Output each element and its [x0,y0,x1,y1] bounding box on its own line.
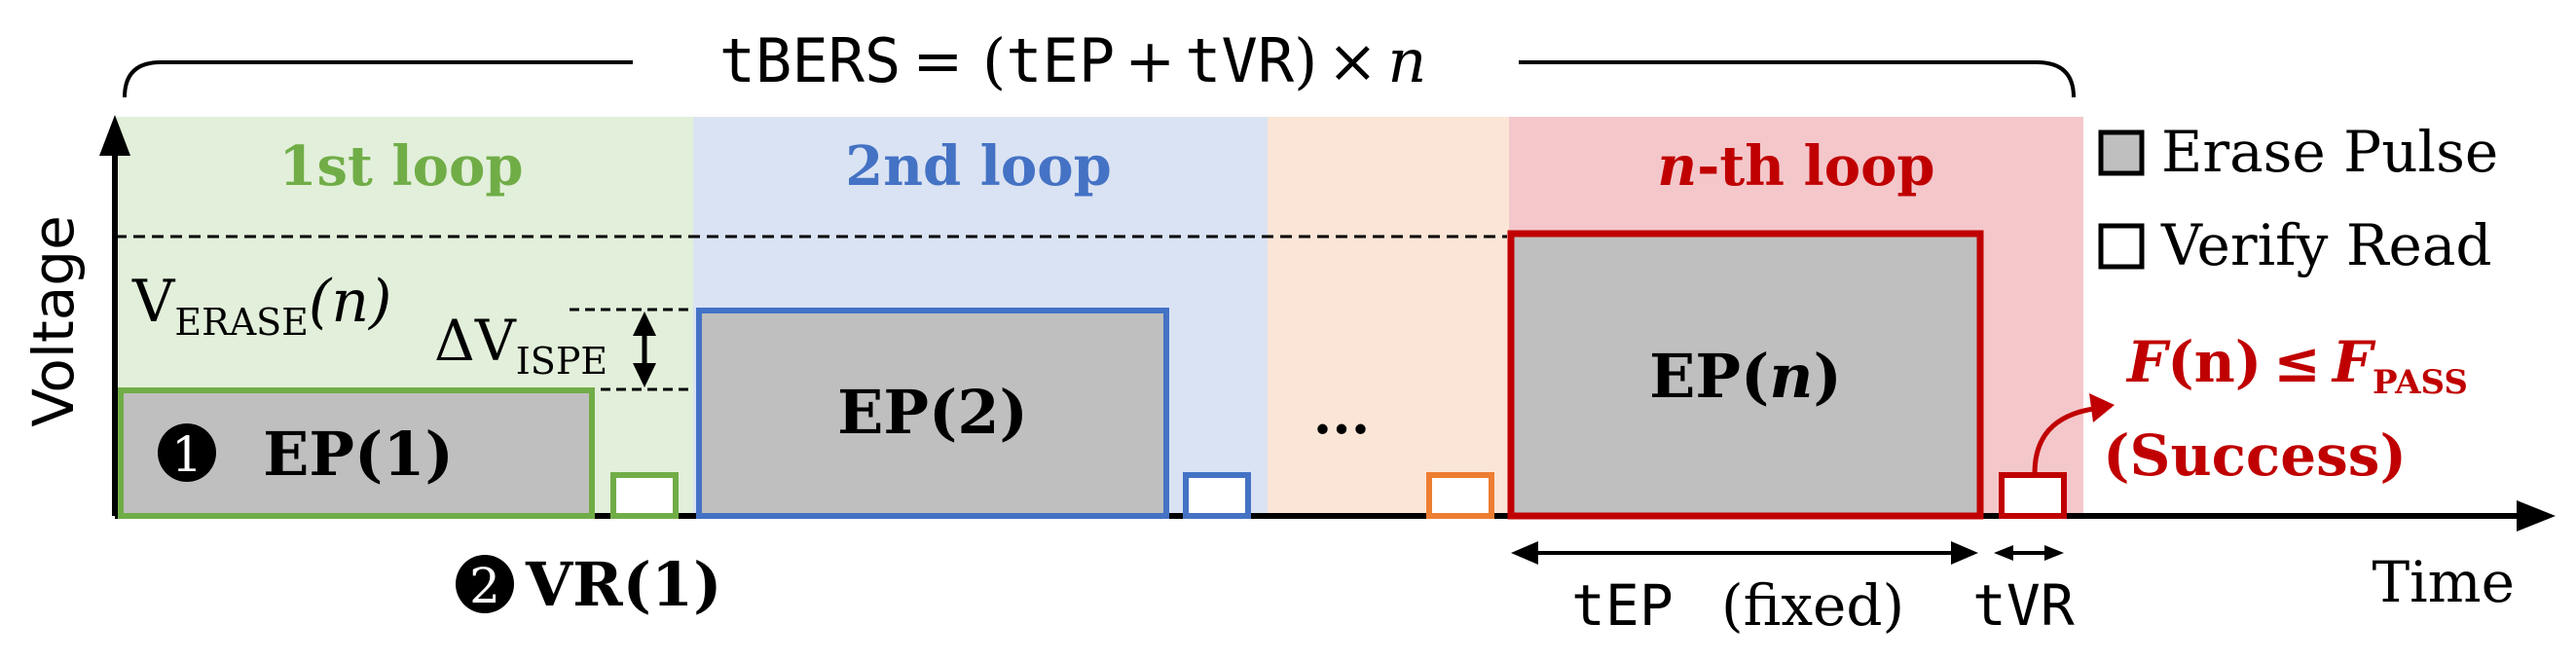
formula: tBERS= (tEP+tVR)×n [719,25,1427,96]
x-axis-label: Time [2372,549,2515,615]
epn-label: EP(n) [1649,341,1842,412]
verify-read-ellipsis [1426,472,1494,519]
formula-close: ) [1294,25,1317,96]
ep2-label: EP(2) [837,377,1028,448]
loop1-label: 1st loop [279,134,524,199]
legend-erase-swatch [2098,129,2145,176]
erase-pulse-2 [696,308,1169,519]
dv-arrow-up [633,312,656,336]
tvr-arrow-left [1994,545,2013,561]
vr1-label: VR(1) [525,549,721,620]
verify-read-n [1999,472,2067,519]
success-label: (Success) [2103,422,2407,489]
ep1-label: EP(1) [263,419,454,490]
dv-ispe-label: ΔVISPE [434,308,607,383]
legend-erase-label: Erase Pulse [2161,119,2498,185]
step-marker-2 [456,555,514,613]
formula-times: × [1327,25,1378,96]
formula-eq: = ( [912,25,1006,96]
erase-pulse-n [1507,230,1984,520]
verify-read-1 [610,472,679,519]
verify-read-2 [1183,472,1251,519]
step-marker-1-number: 1 [171,426,202,483]
tvr-arrow-right [2044,545,2064,561]
ellipsis-label: ... [1313,383,1371,447]
loop-ellipsis-region [1268,117,1509,516]
top-brace [123,60,2076,98]
step-marker-2-number: 2 [469,558,500,614]
step-marker-1 [158,423,216,482]
loop2-label: 2nd loop [845,134,1111,199]
dv-arrow-down [633,363,656,387]
success-arrow [2032,406,2094,474]
tep-arrow-left [1511,541,1538,565]
tvr-label: tVR [1972,572,2075,639]
formula-n: n [1387,25,1426,96]
tep-label: tEP [1571,572,1674,639]
y-axis-label: Voltage [20,215,87,427]
y-axis-arrow [99,115,130,156]
legend-verify-swatch [2098,223,2145,270]
success-arrow-head [2089,393,2115,422]
loopn-label: n-th loop [1657,134,1934,199]
success-condition: F(n)≤FPASS [2125,329,2468,402]
tep-arrow-right [1951,541,1978,565]
formula-tvr: tVR [1185,25,1295,96]
formula-tep: tEP [1006,25,1115,96]
tbers-symbol: tBERS [719,25,902,96]
verase-label: VERASE(n) [131,268,391,344]
tep-fixed-label: (fixed) [1721,572,1904,639]
legend-verify-label: Verify Read [2160,212,2492,278]
formula-plus: + [1124,25,1175,96]
x-axis-arrow [2517,500,2556,532]
